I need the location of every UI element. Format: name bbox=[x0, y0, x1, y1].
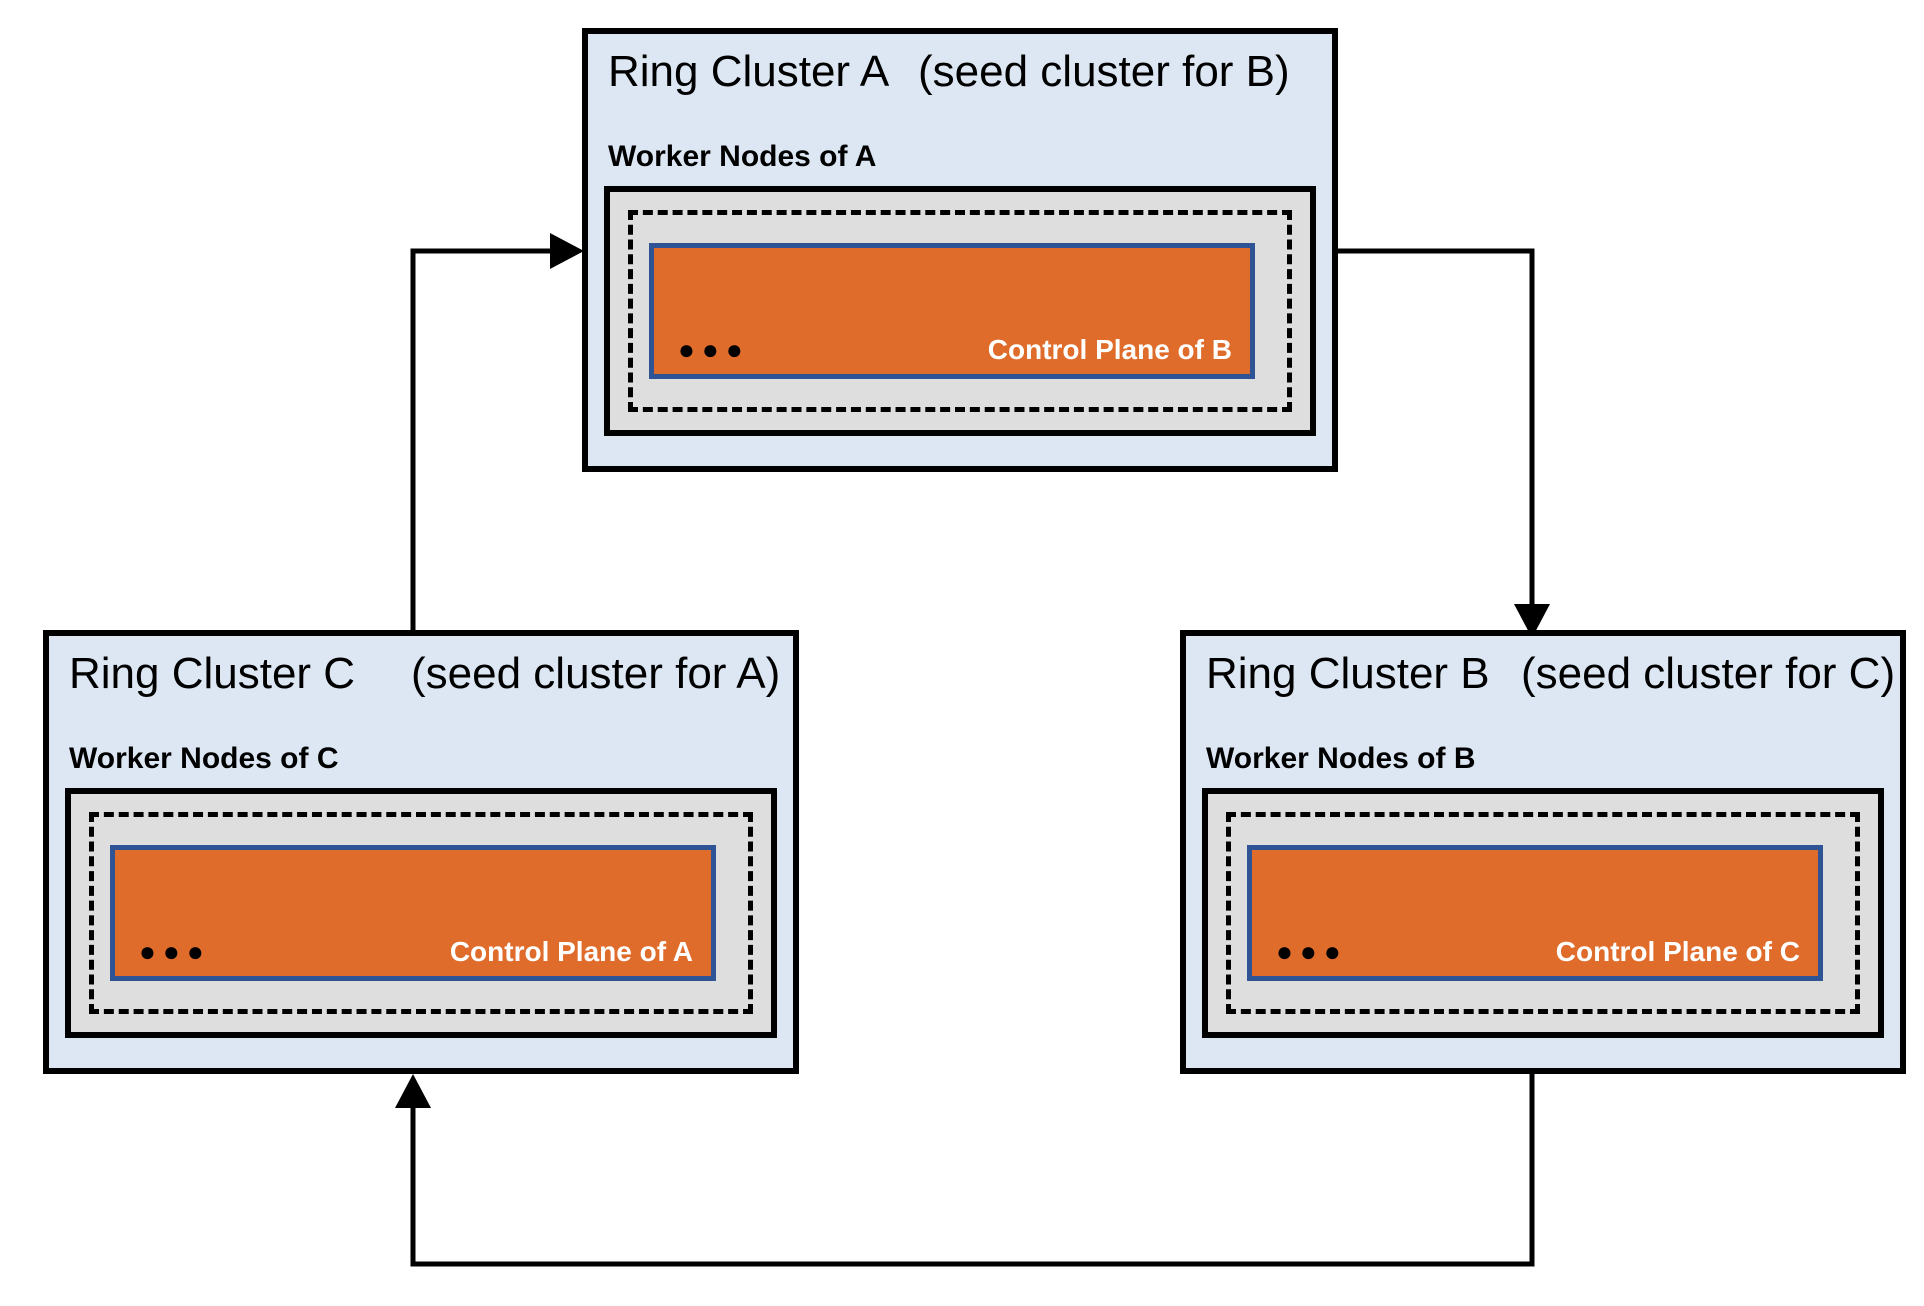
cluster-b-control-plane-label: Control Plane of C bbox=[1555, 936, 1800, 967]
arrow-b-to-c bbox=[395, 1072, 1535, 1267]
cluster-c-worker-label: Worker Nodes of C bbox=[69, 742, 339, 775]
arrow-c-to-a bbox=[410, 233, 584, 634]
cluster-c-dashed-boundary: ●●● Control Plane of A bbox=[89, 812, 753, 1014]
cluster-c-title: Ring Cluster C bbox=[69, 649, 356, 698]
cluster-b-subtitle: (seed cluster for C) bbox=[1521, 649, 1896, 698]
cluster-b-control-plane-box: ●●● Control Plane of C bbox=[1247, 845, 1823, 981]
ellipsis-dots: ●●● bbox=[1276, 936, 1348, 967]
cluster-c-control-plane-label: Control Plane of A bbox=[449, 936, 693, 967]
cluster-b-worker-label: Worker Nodes of B bbox=[1206, 742, 1476, 775]
cluster-b-title: Ring Cluster B bbox=[1206, 649, 1490, 698]
cluster-a-dashed-boundary: ●●● Control Plane of B bbox=[628, 210, 1292, 412]
cluster-c-control-plane-box: ●●● Control Plane of A bbox=[110, 845, 716, 981]
cluster-c-subtitle: (seed cluster for A) bbox=[411, 649, 781, 698]
ellipsis-dots: ●●● bbox=[678, 334, 750, 365]
cluster-a: Ring Cluster A (seed cluster for B) Work… bbox=[582, 28, 1338, 472]
cluster-a-subtitle: (seed cluster for B) bbox=[918, 47, 1290, 96]
arrow-a-to-b bbox=[1336, 248, 1550, 638]
ellipsis-dots: ●●● bbox=[139, 936, 211, 967]
cluster-b-dashed-boundary: ●●● Control Plane of C bbox=[1226, 812, 1860, 1014]
cluster-a-control-plane-box: ●●● Control Plane of B bbox=[649, 243, 1255, 379]
cluster-c-worker-nodes-box: ●●● Control Plane of A bbox=[65, 788, 777, 1038]
cluster-b-worker-nodes-box: ●●● Control Plane of C bbox=[1202, 788, 1884, 1038]
cluster-a-title: Ring Cluster A bbox=[608, 47, 890, 96]
cluster-a-worker-nodes-box: ●●● Control Plane of B bbox=[604, 186, 1316, 436]
cluster-c: Ring Cluster C (seed cluster for A) Work… bbox=[43, 630, 799, 1074]
cluster-b: Ring Cluster B (seed cluster for C) Work… bbox=[1180, 630, 1906, 1074]
cluster-a-worker-label: Worker Nodes of A bbox=[608, 140, 877, 173]
cluster-a-control-plane-label: Control Plane of B bbox=[987, 334, 1232, 365]
